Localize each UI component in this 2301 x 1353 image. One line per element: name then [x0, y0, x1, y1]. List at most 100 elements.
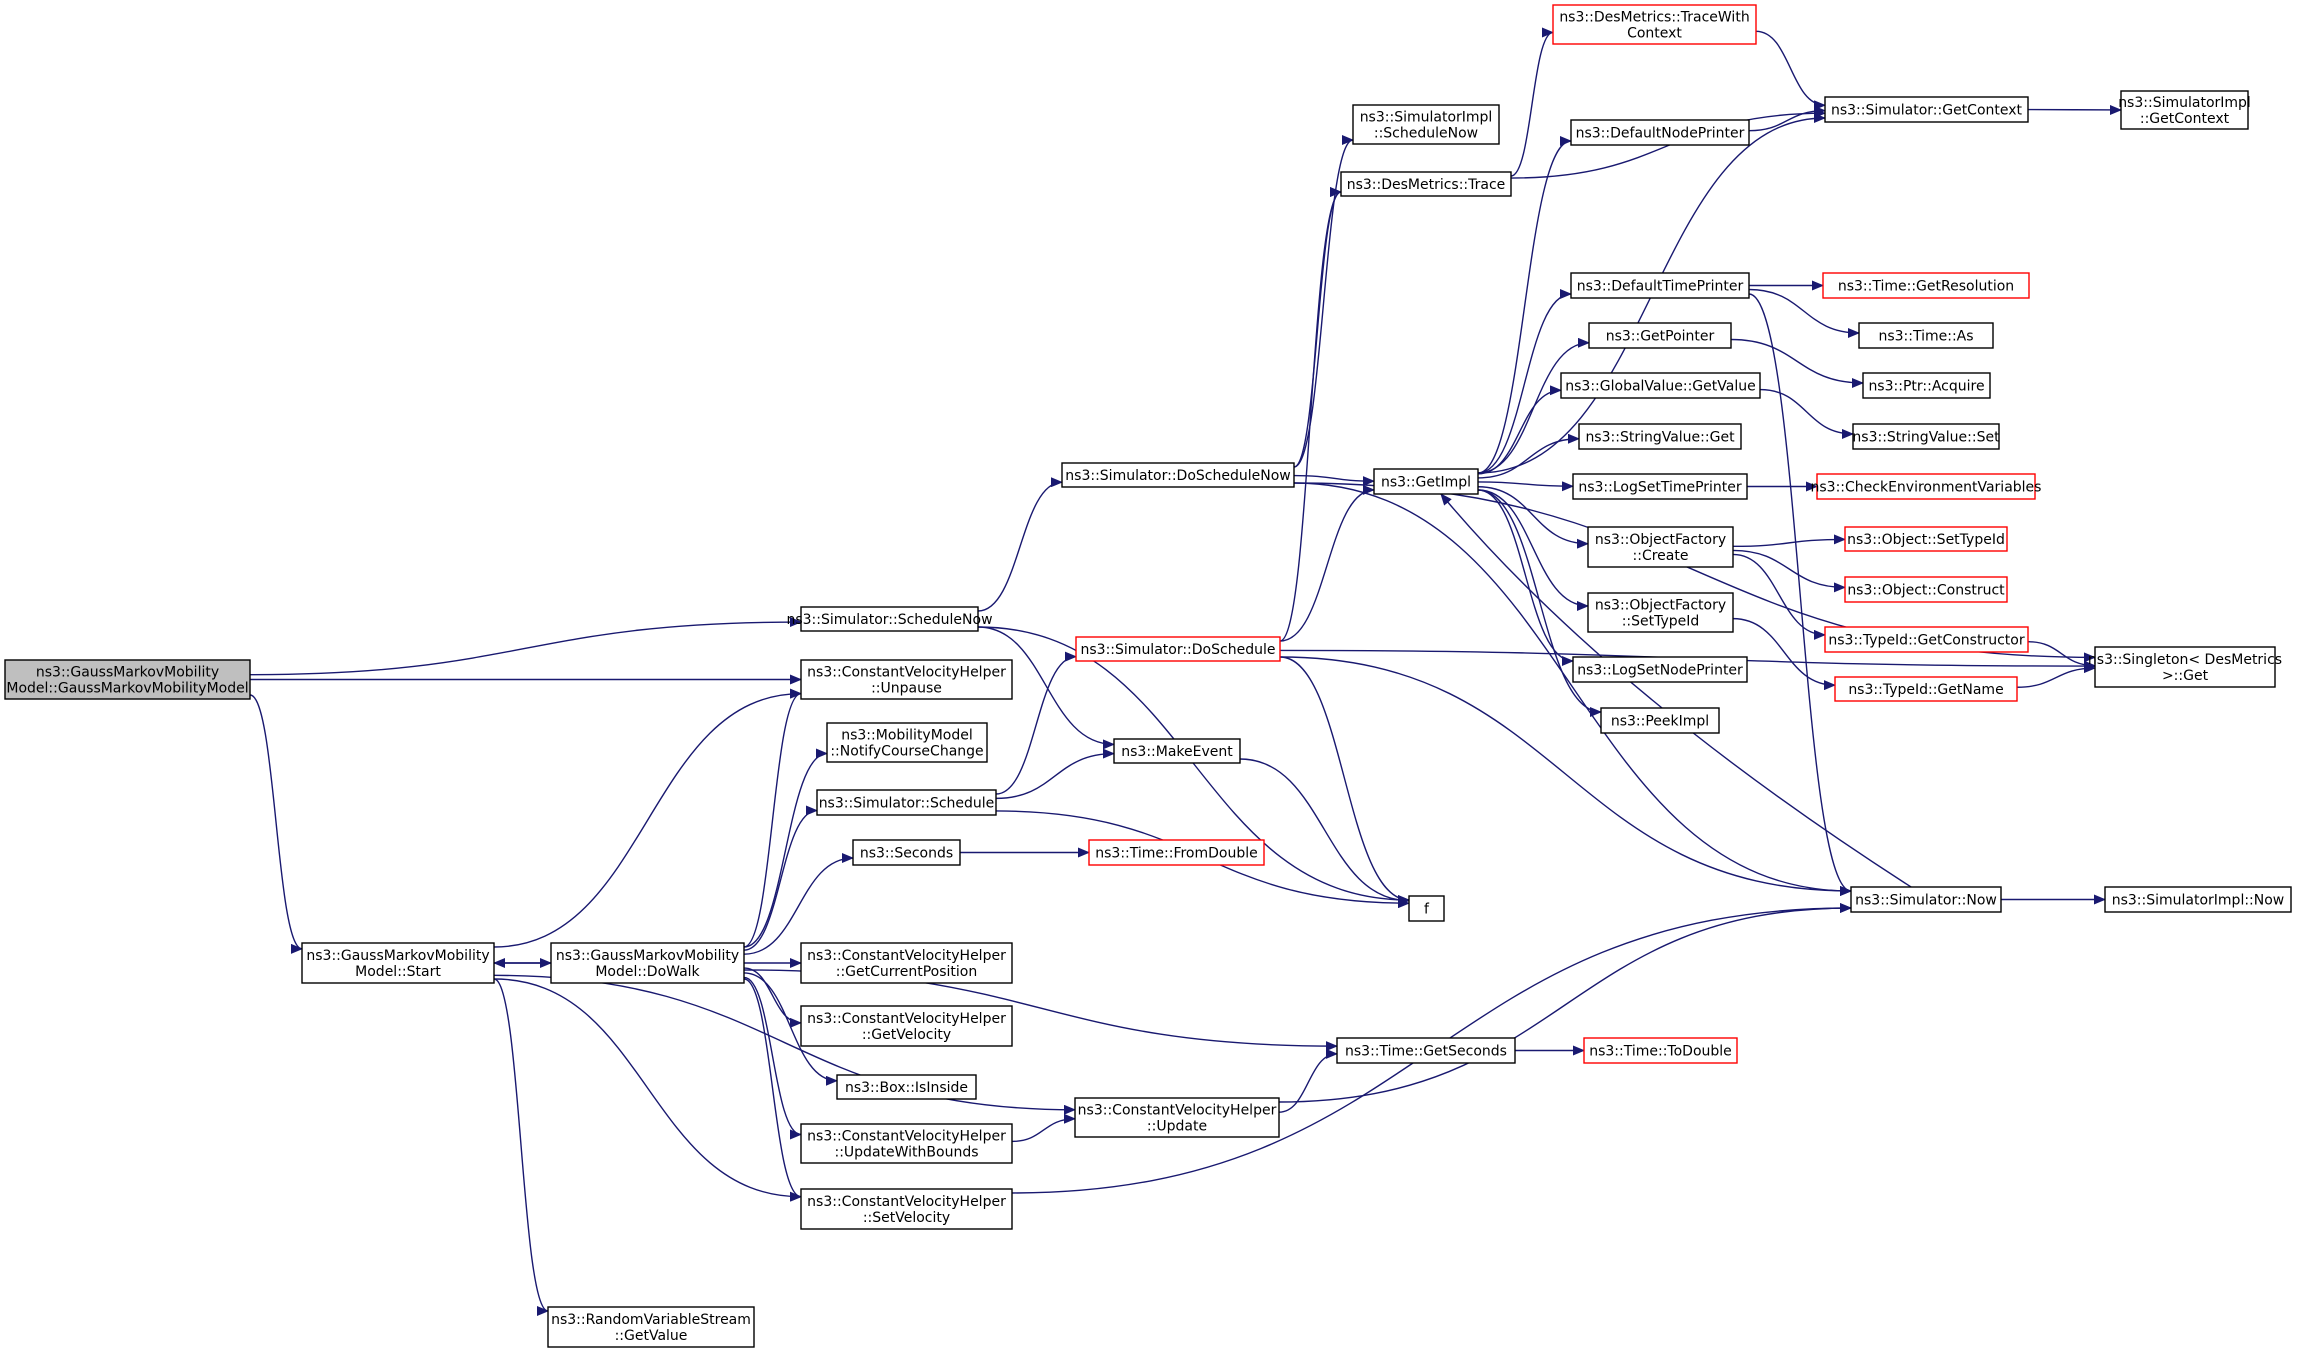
node-box: [1552, 4, 1757, 45]
node-typeid_getname[interactable]: ns3::TypeId::GetName: [1834, 676, 2018, 702]
edge-getimpl-to-logsetnodeprinter: [1477, 489, 1574, 666]
node-box: [1336, 1037, 1516, 1064]
node-box: [1088, 839, 1265, 866]
node-label: >::Get: [2162, 668, 2209, 684]
node-obj_settypeid[interactable]: ns3::Object::SetTypeId: [1844, 526, 2008, 552]
node-rvs_getvalue[interactable]: ns3::RandomVariableStream::GetValue: [547, 1306, 755, 1348]
node-label: ns3::GaussMarkovMobility: [306, 948, 489, 964]
node-sim_getcontext[interactable]: ns3::Simulator::GetContext: [1824, 96, 2029, 123]
node-box: [1560, 372, 1761, 399]
node-desm_trace[interactable]: ns3::DesMetrics::Trace: [1340, 171, 1512, 197]
node-box: [1583, 1037, 1738, 1064]
node-cvh_getvel[interactable]: ns3::ConstantVelocityHelper::GetVelocity: [800, 1005, 1013, 1047]
node-cvh_updwb[interactable]: ns3::ConstantVelocityHelper::UpdateWithB…: [800, 1123, 1013, 1164]
node-box: [816, 789, 997, 816]
node-cvh_getpos[interactable]: ns3::ConstantVelocityHelper::GetCurrentP…: [800, 942, 1013, 984]
edge-getimpl-to-logsettimeprinter: [1477, 481, 1574, 492]
nodes-layer: ns3::GaussMarkovMobilityModel::GaussMark…: [4, 4, 2292, 1348]
node-box: [1588, 322, 1732, 349]
node-simimpl_getcontext[interactable]: ns3::SimulatorImpl::GetContext: [2118, 90, 2251, 130]
node-getimpl[interactable]: ns3::GetImpl: [1373, 468, 1479, 495]
node-defnodeprinter[interactable]: ns3::DefaultNodePrinter: [1570, 119, 1750, 146]
node-label: ns3::Time::FromDouble: [1095, 846, 1258, 862]
edge-start-to-rvs_getvalue: [493, 978, 549, 1316]
node-sim_schedule[interactable]: ns3::Simulator::Schedule: [816, 789, 997, 816]
node-of_create[interactable]: ns3::ObjectFactory::Create: [1587, 526, 1734, 568]
node-peekimpl[interactable]: ns3::PeekImpl: [1600, 707, 1720, 734]
node-getpointer[interactable]: ns3::GetPointer: [1588, 322, 1732, 349]
node-simimpl_schedulenow[interactable]: ns3::SimulatorImpl::ScheduleNow: [1352, 104, 1500, 145]
node-label: ::ScheduleNow: [1374, 126, 1478, 142]
node-label: ::UpdateWithBounds: [834, 1145, 978, 1161]
node-singleton_get[interactable]: ns3::Singleton< DesMetrics >::Get: [2088, 646, 2282, 688]
node-obj_construct[interactable]: ns3::Object::Construct: [1844, 576, 2008, 603]
node-typeid_getctor[interactable]: ns3::TypeId::GetConstructor: [1824, 626, 2029, 653]
edge-getimpl-to-peekimpl: [1477, 489, 1602, 717]
node-label: ns3::MakeEvent: [1121, 744, 1233, 760]
node-start[interactable]: ns3::GaussMarkovMobilityModel::Start: [301, 942, 495, 984]
edge-sim_doschedule-to-f: [1279, 656, 1410, 905]
node-sim_schedulenow[interactable]: ns3::Simulator::ScheduleNow: [786, 606, 993, 632]
edge-deftimeprinter-to-time_as: [1748, 288, 1860, 338]
node-label: ns3::Simulator::DoScheduleNow: [1065, 468, 1290, 484]
node-box_isinside[interactable]: ns3::Box::IsInside: [836, 1074, 977, 1100]
node-sim_doschedulenow[interactable]: ns3::Simulator::DoScheduleNow: [1061, 462, 1295, 488]
node-logsetnodeprinter[interactable]: ns3::LogSetNodePrinter: [1572, 656, 1748, 683]
node-logsettimeprinter[interactable]: ns3::LogSetTimePrinter: [1572, 473, 1748, 500]
node-box: [1824, 96, 2029, 123]
node-seconds[interactable]: ns3::Seconds: [852, 839, 961, 866]
edge-cvh_update-to-time_getseconds: [1278, 1048, 1338, 1113]
edge-dowalk-to-cvh_setvel: [743, 978, 802, 1202]
edge-sim_schedule-to-sim_doschedule: [995, 651, 1077, 795]
edge-sim_doschedulenow-to-simimpl_schedulenow: [1293, 135, 1354, 468]
node-f[interactable]: f: [1408, 895, 1445, 922]
edge-desm_trace-to-desm_tracewc: [1510, 27, 1554, 177]
node-root: ns3::GaussMarkovMobilityModel::GaussMark…: [4, 659, 251, 700]
node-label: ::GetCurrentPosition: [836, 964, 977, 980]
node-time_as[interactable]: ns3::Time::As: [1858, 322, 1994, 349]
node-label: ns3::Singleton< DesMetrics: [2088, 652, 2282, 668]
edge-defnodeprinter-to-sim_getcontext: [1748, 105, 1826, 132]
node-cvh_setvel[interactable]: ns3::ConstantVelocityHelper::SetVelocity: [800, 1188, 1013, 1230]
node-box: [1600, 707, 1720, 734]
node-box: [1075, 636, 1281, 662]
node-sv_get[interactable]: ns3::StringValue::Get: [1578, 423, 1742, 450]
node-makeevent[interactable]: ns3::MakeEvent: [1113, 738, 1241, 764]
node-box: [1824, 626, 2029, 653]
node-dowalk[interactable]: ns3::GaussMarkovMobilityModel::DoWalk: [550, 942, 745, 984]
node-ptr_acquire[interactable]: ns3::Ptr::Acquire: [1862, 372, 1991, 399]
node-cvh_unpause[interactable]: ns3::ConstantVelocityHelper::Unpause: [800, 659, 1013, 700]
node-box: [1816, 473, 2036, 500]
node-box: [4, 659, 251, 700]
edge-getimpl-to-of_create: [1477, 486, 1589, 549]
node-checkenv[interactable]: ns3::CheckEnvironmentVariables: [1811, 473, 2042, 500]
node-simimpl_now[interactable]: ns3::SimulatorImpl::Now: [2104, 886, 2292, 913]
node-time_todouble[interactable]: ns3::Time::ToDouble: [1583, 1037, 1738, 1064]
node-mm_notify[interactable]: ns3::MobilityModel::NotifyCourseChange: [826, 722, 988, 763]
node-box: [1074, 1097, 1280, 1138]
edge-of_settypeid-to-typeid_getname: [1732, 617, 1836, 691]
node-time_getres[interactable]: ns3::Time::GetResolution: [1822, 272, 2030, 299]
node-box: [800, 1005, 1013, 1047]
node-label: ns3::ConstantVelocityHelper: [807, 948, 1006, 964]
node-of_settypeid[interactable]: ns3::ObjectFactory::SetTypeId: [1587, 592, 1734, 633]
node-label: ns3::StringValue::Set: [1852, 430, 2000, 446]
node-box: [1844, 576, 2008, 603]
node-label: ns3::Time::ToDouble: [1589, 1044, 1732, 1060]
node-deftimeprinter[interactable]: ns3::DefaultTimePrinter: [1570, 272, 1750, 299]
edge-getimpl-to-of_settypeid: [1477, 489, 1589, 611]
node-time_getseconds[interactable]: ns3::Time::GetSeconds: [1336, 1037, 1516, 1064]
node-box: [800, 659, 1013, 700]
node-box: [800, 606, 979, 632]
node-time_fromdouble[interactable]: ns3::Time::FromDouble: [1088, 839, 1265, 866]
node-box: [1113, 738, 1241, 764]
node-label: ::Unpause: [871, 681, 942, 697]
node-gv_getvalue[interactable]: ns3::GlobalValue::GetValue: [1560, 372, 1761, 399]
node-cvh_update[interactable]: ns3::ConstantVelocityHelper::Update: [1074, 1097, 1280, 1138]
node-sv_set[interactable]: ns3::StringValue::Set: [1852, 423, 2000, 450]
node-sim_doschedule[interactable]: ns3::Simulator::DoSchedule: [1075, 636, 1281, 662]
node-sim_now[interactable]: ns3::Simulator::Now: [1850, 886, 2002, 913]
edge-of_create-to-typeid_getctor: [1732, 553, 1826, 640]
